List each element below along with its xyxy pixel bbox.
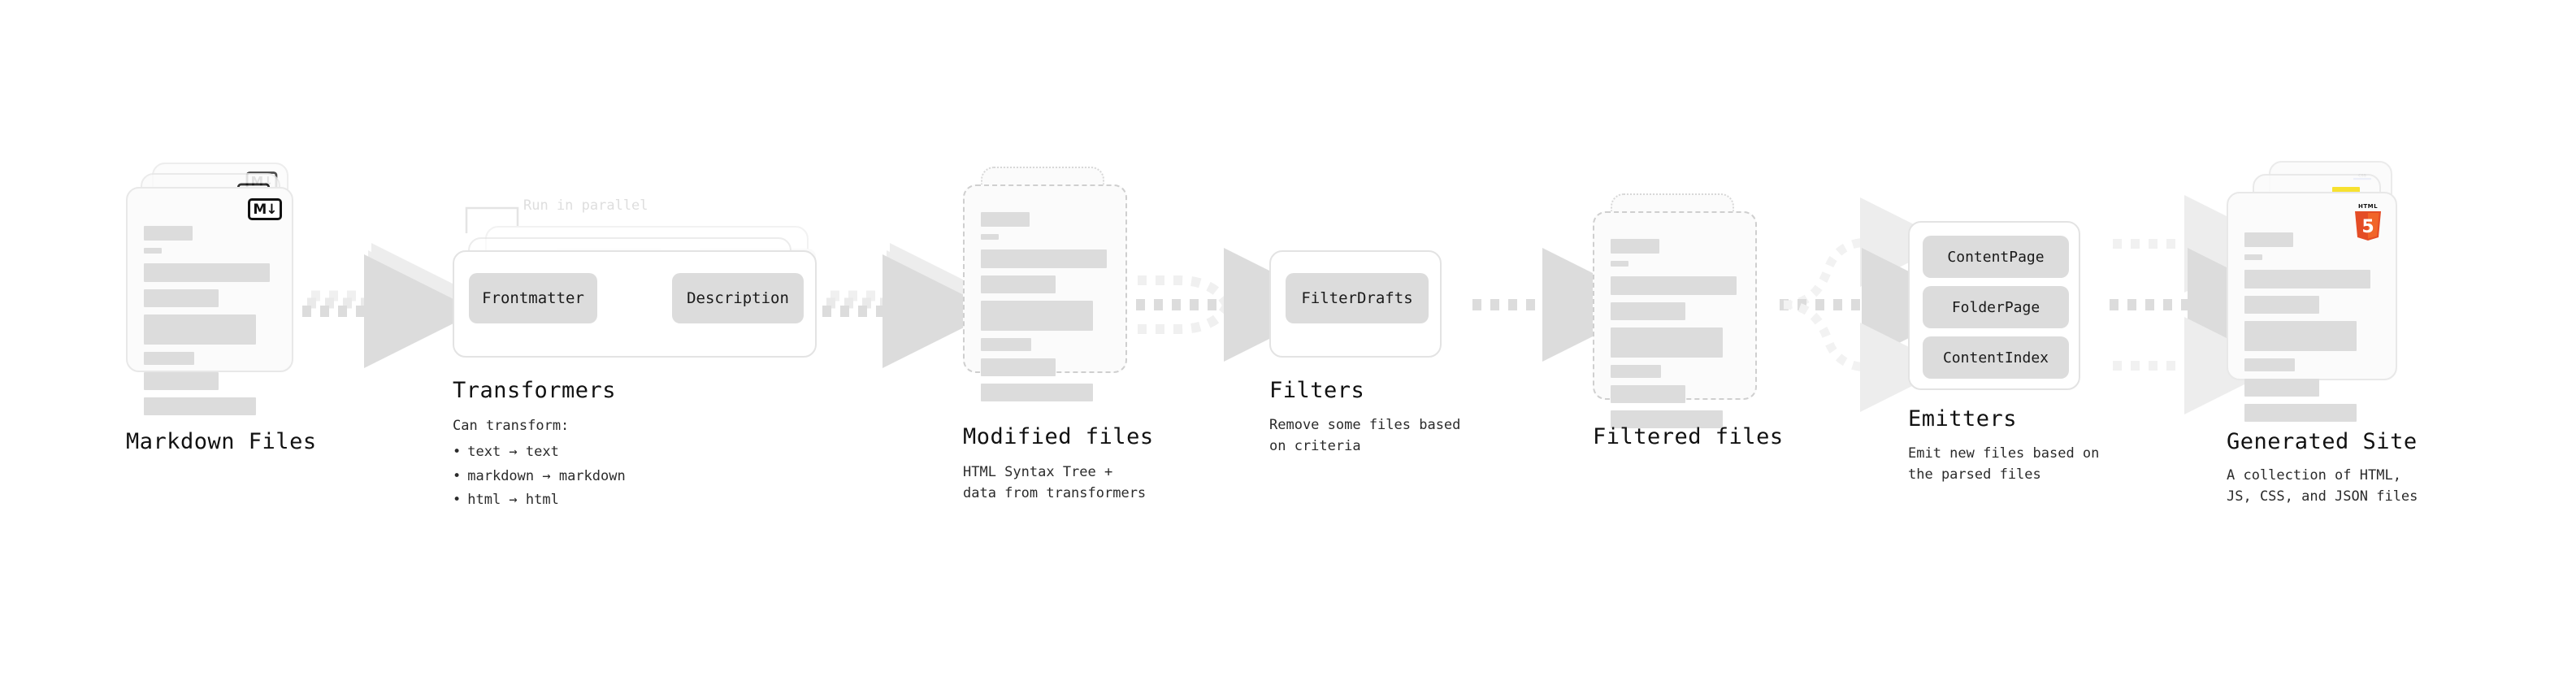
transformers-capabilities: Can transform: text → text markdown → ma… xyxy=(453,414,626,513)
transformers-groupbox: Frontmatter Description xyxy=(453,250,817,358)
skeleton-bar xyxy=(2244,254,2262,260)
skeleton-bar xyxy=(1611,385,1685,403)
svg-text:5: 5 xyxy=(2361,217,2374,237)
skeleton-bar xyxy=(981,301,1093,331)
skeleton-bar xyxy=(981,384,1093,401)
skeleton-bar xyxy=(144,352,194,365)
skeleton-bar xyxy=(1611,365,1661,378)
bullet-item: markdown → markdown xyxy=(453,465,625,489)
page-title: Filtered files xyxy=(1593,424,1784,449)
skeleton-bar xyxy=(1611,302,1685,320)
arrow-filtered-to-emitters xyxy=(1780,197,1975,412)
skeleton-bar xyxy=(144,248,162,254)
stage-subtitle: Remove some files based on criteria xyxy=(1269,417,1461,455)
skeleton-bar xyxy=(1611,410,1723,428)
skeleton-bar xyxy=(981,212,1030,227)
page-title: Transformers xyxy=(453,378,617,403)
chip-contentpage[interactable]: ContentPage xyxy=(1923,236,2069,278)
stage-subtitle: Emit new files based on the parsed files xyxy=(1908,445,2100,484)
arrow-markdown-to-transformers xyxy=(302,243,478,368)
html5-icon: HTML 5 xyxy=(2355,203,2381,241)
skeleton-bar xyxy=(2244,404,2357,422)
skeleton-bar xyxy=(2244,296,2319,314)
page-title: Filters xyxy=(1269,378,1365,403)
skeleton-bar xyxy=(981,358,1056,376)
skeleton-bar xyxy=(981,275,1056,293)
markdown-icon: M↓ xyxy=(248,198,282,220)
filtered-card-front xyxy=(1593,211,1757,428)
arrow-modified-to-filters xyxy=(1136,248,1338,362)
skeleton-bar xyxy=(144,314,256,345)
skeleton-bar xyxy=(1611,239,1659,254)
bullet-item: html → html xyxy=(453,488,626,513)
arrow-transformers-to-modified xyxy=(822,243,996,368)
page-title: Modified files xyxy=(963,424,1154,449)
skeleton-bar xyxy=(981,234,999,240)
page-title: Markdown Files xyxy=(126,429,317,454)
skeleton-bar xyxy=(1611,327,1723,358)
bullet-item: text → text xyxy=(453,440,626,465)
skeleton-bar xyxy=(144,289,219,307)
chip-contentindex[interactable]: ContentIndex xyxy=(1923,336,2069,379)
stage-subtitle: HTML Syntax Tree + data from transformer… xyxy=(963,464,1147,502)
skeleton-bar xyxy=(981,338,1031,351)
skeleton-bar xyxy=(144,263,270,282)
skeleton-bar xyxy=(2244,270,2370,288)
run-in-parallel-note: Run in parallel xyxy=(523,197,648,214)
skeleton-bar xyxy=(144,226,193,241)
chip-folderpage[interactable]: FolderPage xyxy=(1923,286,2069,328)
markdown-card-front: M↓ xyxy=(126,187,293,415)
chip-filterdrafts[interactable]: FilterDrafts xyxy=(1286,273,1429,323)
skeleton-bar xyxy=(981,249,1107,268)
skeleton-bar xyxy=(1611,261,1628,267)
arrow-emitters-to-site xyxy=(2110,195,2301,414)
skeleton-bar xyxy=(2244,321,2357,351)
page-title: Emitters xyxy=(1908,406,2018,432)
page-title: Generated Site xyxy=(2227,429,2418,454)
filters-groupbox: FilterDrafts xyxy=(1269,250,1442,358)
skeleton-bar xyxy=(2244,379,2319,397)
modified-card-front xyxy=(963,184,1127,401)
skeleton-bar xyxy=(1611,276,1737,295)
chip-description[interactable]: Description xyxy=(672,273,804,323)
bullets-lead: Can transform: xyxy=(453,418,570,434)
emitters-groupbox: ContentPage FolderPage ContentIndex xyxy=(1908,221,2080,390)
skeleton-bar xyxy=(144,372,219,390)
skeleton-bar xyxy=(2244,358,2295,371)
generated-card-front: HTML 5 xyxy=(2227,192,2397,422)
svg-text:HTML: HTML xyxy=(2358,203,2378,210)
run-in-parallel-bracket xyxy=(465,206,519,233)
chip-frontmatter[interactable]: Frontmatter xyxy=(469,273,597,323)
stage-subtitle: A collection of HTML, JS, CSS, and JSON … xyxy=(2227,467,2418,505)
skeleton-bar xyxy=(2244,232,2293,247)
skeleton-bar xyxy=(144,397,256,415)
